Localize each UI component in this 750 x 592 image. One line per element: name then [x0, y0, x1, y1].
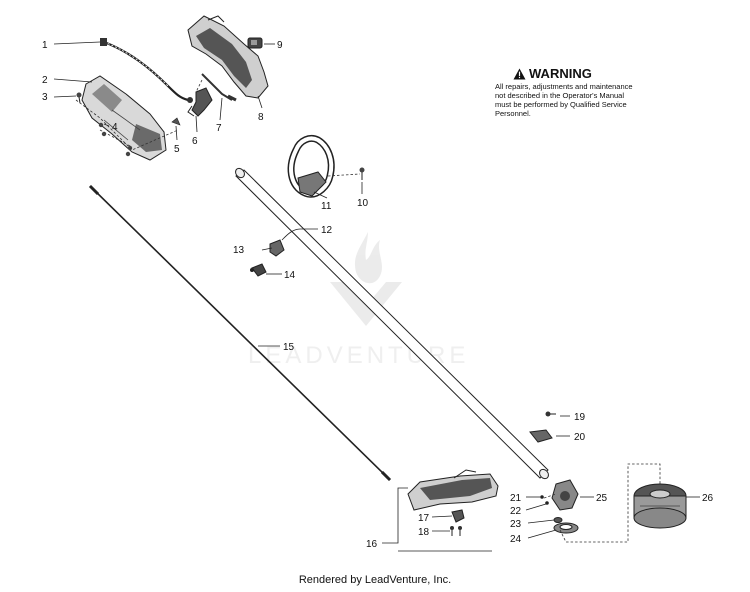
- callout-8: 8: [258, 112, 264, 123]
- callout-1: 1: [42, 40, 48, 51]
- warning-body: All repairs, adjustments and maintenance…: [495, 82, 633, 118]
- part-shaft-tube: [235, 167, 549, 480]
- part-drive-shaft: [88, 184, 392, 482]
- callout-20: 20: [574, 432, 586, 443]
- part-retainer-24: [553, 522, 579, 534]
- warning-notice: WARNING All repairs, adjustments and mai…: [495, 66, 635, 118]
- callout-16: 16: [366, 539, 378, 550]
- warning-title: WARNING: [529, 66, 592, 81]
- callout-23: 23: [510, 519, 522, 530]
- callout-13: 13: [233, 245, 245, 256]
- callout-14: 14: [284, 270, 296, 281]
- callout-7: 7: [216, 123, 222, 134]
- callout-4: 4: [112, 122, 118, 133]
- part-throttle-cable: [100, 38, 193, 103]
- part-trimmer-head: [633, 483, 687, 529]
- footer-credit: Rendered by LeadVenture, Inc.: [298, 574, 452, 586]
- callout-25: 25: [596, 493, 608, 504]
- callout-17: 17: [418, 513, 430, 524]
- part-screw-19: [545, 411, 556, 417]
- part-screw-10: [359, 167, 365, 180]
- callout-12: 12: [321, 225, 333, 236]
- part-handle-half: [187, 15, 269, 99]
- callout-10: 10: [357, 198, 369, 209]
- callout-11: 11: [321, 201, 332, 212]
- part-engine-housing: [81, 75, 167, 161]
- part-debris-guard: [407, 469, 499, 511]
- callout-6: 6: [192, 136, 198, 147]
- callout-19: 19: [574, 412, 586, 423]
- leader-lines: [53, 41, 700, 552]
- part-clamp-13: [269, 239, 285, 257]
- part-loop-handle: [287, 134, 335, 198]
- part-knob-14: [250, 263, 267, 277]
- part-pins-21-22: [540, 495, 549, 505]
- callout-15: 15: [283, 342, 295, 353]
- part-gearhead: [551, 479, 579, 511]
- part-screws-18: [450, 526, 462, 536]
- warning-triangle-icon: [513, 68, 526, 79]
- assembly-dashed-lines: [75, 79, 661, 543]
- callout-9: 9: [277, 40, 283, 51]
- callout-21: 21: [510, 493, 522, 504]
- part-clip-5: [171, 117, 181, 126]
- callout-labels: 1 2 3 4 5 6 7 8 9 10 11 12 13 14 15 16 1…: [42, 40, 714, 550]
- part-bracket-20: [529, 429, 553, 443]
- part-lever-7: [201, 73, 237, 102]
- callout-24: 24: [510, 534, 522, 545]
- callout-26: 26: [702, 493, 714, 504]
- callout-2: 2: [42, 75, 48, 86]
- callout-3: 3: [42, 92, 48, 103]
- part-switch-9: [247, 37, 263, 49]
- part-washer-23: [553, 517, 563, 523]
- callout-18: 18: [418, 527, 430, 538]
- callout-22: 22: [510, 506, 522, 517]
- callout-5: 5: [174, 144, 180, 155]
- part-throttle-trigger: [187, 87, 213, 117]
- part-screw-3: [76, 92, 82, 104]
- part-line-cutter-17: [451, 509, 465, 523]
